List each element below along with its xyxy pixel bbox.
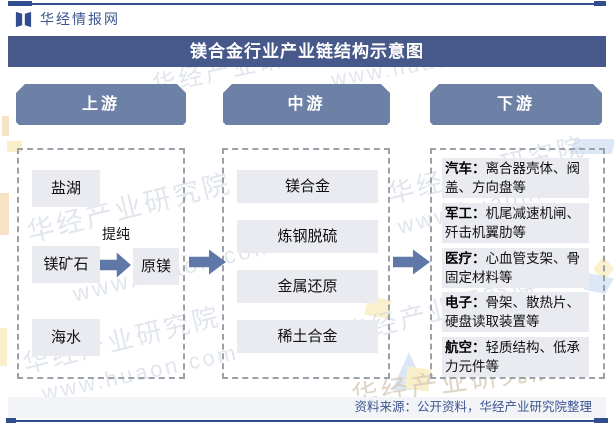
page-title: 镁合金行业产业链结构示意图 — [8, 36, 606, 67]
upstream-source-box: 海水 — [32, 319, 100, 356]
downstream-desc: 骨架、散热片、硬盘读取装置等 — [445, 295, 580, 329]
downstream-category: 汽车： — [445, 161, 486, 176]
right-arrow-icon — [100, 252, 131, 278]
brand-logo: 华经情报网 — [14, 9, 120, 29]
open-book-icon — [14, 10, 33, 29]
bottom-rule-left-cap — [6, 418, 16, 423]
midstream-item-box: 稀土合金 — [237, 320, 378, 353]
downstream-item-box: 航空：轻质结构、低承力元件等 — [442, 337, 589, 377]
downstream-category: 电子： — [445, 295, 486, 310]
watermark-shape — [7, 141, 22, 152]
stage-header-downstream: 下游 — [430, 84, 602, 125]
downstream-category: 军工： — [445, 206, 486, 221]
downstream-category: 医疗： — [445, 251, 486, 266]
bottom-rule-right-cap — [594, 418, 608, 423]
upstream-source-box: 盐湖 — [32, 170, 100, 207]
watermark-shape — [2, 116, 9, 136]
source-note: 资料来源：公开资料，华经产业研究院整理 — [8, 397, 606, 418]
process-label: 提纯 — [102, 226, 130, 242]
watermark-shape — [584, 272, 614, 294]
downstream-group: 汽车：离合器壳体、阀盖、方向盘等 军工：机尾减速机闸、歼击机翼肋等 医疗：心血管… — [430, 148, 605, 379]
downstream-item-box: 医疗：心血管支架、骨固定材料等 — [442, 248, 589, 288]
downstream-item-box: 军工：机尾减速机闸、歼击机翼肋等 — [442, 203, 589, 243]
watermark-shape — [0, 193, 9, 235]
stage-header-midstream: 中游 — [223, 84, 390, 125]
downstream-desc: 心血管支架、骨固定材料等 — [445, 251, 580, 285]
upstream-group: 盐湖 镁矿石 海水 提纯 原镁 — [17, 148, 185, 379]
brand-name: 华经情报网 — [40, 11, 120, 27]
downstream-item-box: 电子：骨架、散热片、硬盘读取装置等 — [442, 292, 589, 332]
watermark-shape — [0, 328, 7, 366]
midstream-item-box: 镁合金 — [237, 170, 378, 203]
midstream-item-box: 炼钢脱硫 — [237, 220, 378, 253]
stage-header-upstream: 上游 — [16, 84, 186, 125]
downstream-category: 航空： — [445, 340, 486, 355]
downstream-item-box: 汽车：离合器壳体、阀盖、方向盘等 — [442, 158, 589, 198]
top-rule-right-cap — [594, 1, 606, 6]
downstream-desc: 轻质结构、低承力元件等 — [445, 340, 580, 374]
upstream-output-box: 原镁 — [133, 248, 179, 285]
midstream-to-downstream-arrow-icon — [393, 249, 430, 275]
upstream-source-box: 镁矿石 — [32, 246, 100, 283]
midstream-group: 镁合金 炼钢脱硫 金属还原 稀土合金 — [222, 148, 390, 379]
bottom-rule — [8, 420, 606, 422]
downstream-desc: 离合器壳体、阀盖、方向盘等 — [445, 161, 580, 195]
top-rule — [8, 3, 606, 5]
top-rule-left-cap — [8, 1, 32, 6]
downstream-desc: 机尾减速机闸、歼击机翼肋等 — [445, 206, 580, 240]
midstream-item-box: 金属还原 — [237, 270, 378, 303]
